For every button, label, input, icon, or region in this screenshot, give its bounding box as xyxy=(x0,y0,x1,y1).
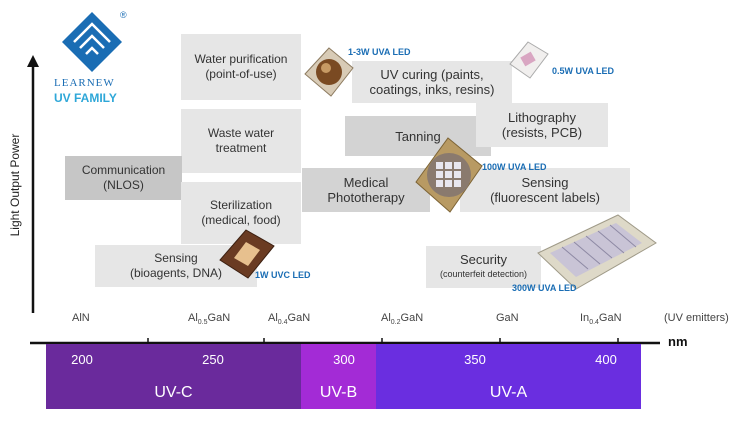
material-al05gan: Al0.5GaN xyxy=(188,312,231,327)
app-security-title: Security xyxy=(460,252,507,267)
band-uva xyxy=(376,344,641,409)
band-uvb xyxy=(301,344,376,409)
y-axis-label: Light Output Power xyxy=(8,133,22,237)
app-security-sub: (counterfeit detection) xyxy=(439,269,528,279)
wavelength-unit: nm xyxy=(668,334,688,349)
led-label-1w-uvc: 1W UVC LED xyxy=(255,270,311,280)
registered-mark: ® xyxy=(120,10,127,20)
app-tanning: Tanning xyxy=(345,116,491,156)
app-communication: Communication (NLOS) xyxy=(65,156,182,200)
app-medical-phototherapy: Medical Phototherapy xyxy=(302,168,430,212)
app-lithography: Lithography (resists, PCB) xyxy=(476,103,608,147)
led-1-3w-uva-icon xyxy=(304,47,354,97)
led-label-100w-uva: 100W UVA LED xyxy=(482,162,547,172)
material-in04gan: In0.4GaN xyxy=(580,312,622,327)
tick-250: 250 xyxy=(202,352,224,367)
material-al02gan: Al0.2GaN xyxy=(381,312,424,327)
tick-300: 300 xyxy=(333,352,355,367)
tick-200: 200 xyxy=(71,352,93,367)
band-label-uvb: UV-B xyxy=(319,384,358,401)
band-uvc xyxy=(46,344,301,409)
tick-350: 350 xyxy=(464,352,486,367)
band-label-uvc: UV-C xyxy=(154,384,193,401)
app-security: Security (counterfeit detection) xyxy=(426,246,541,288)
app-uv-curing: UV curing (paints, coatings, inks, resin… xyxy=(352,61,512,103)
tick-400: 400 xyxy=(595,352,617,367)
led-label-1-3w-uva: 1-3W UVA LED xyxy=(348,47,411,57)
led-100w-uva-icon xyxy=(415,137,483,213)
led-1w-uvc-icon xyxy=(219,229,275,279)
app-sterilization: Sterilization (medical, food) xyxy=(181,182,301,244)
app-waste-water: Waste water treatment xyxy=(181,109,301,173)
logo-family: UV FAMILY xyxy=(54,91,117,105)
led-0.5w-uva-icon xyxy=(509,41,549,79)
led-label-0.5w-uva: 0.5W UVA LED xyxy=(552,66,615,76)
app-sensing-fluorescent: Sensing (fluorescent labels) xyxy=(460,168,630,212)
logo: ® LEARNEW UV FAMILY xyxy=(52,10,142,110)
material-gan: GaN xyxy=(496,312,519,324)
material-al04gan: Al0.4GaN xyxy=(268,312,311,327)
band-label-uva: UV-A xyxy=(489,384,528,401)
logo-brand: LEARNEW xyxy=(54,77,115,89)
y-axis-arrow xyxy=(27,55,39,313)
material-uv-emitters: (UV emitters) xyxy=(664,312,729,324)
led-label-300w-uva: 300W UVA LED xyxy=(512,283,577,293)
material-aln: AlN xyxy=(72,312,90,324)
led-300w-uva-icon xyxy=(537,214,657,290)
logo-diamond-icon xyxy=(62,12,122,72)
app-water-purification: Water purification (point-of-use) xyxy=(181,34,301,100)
